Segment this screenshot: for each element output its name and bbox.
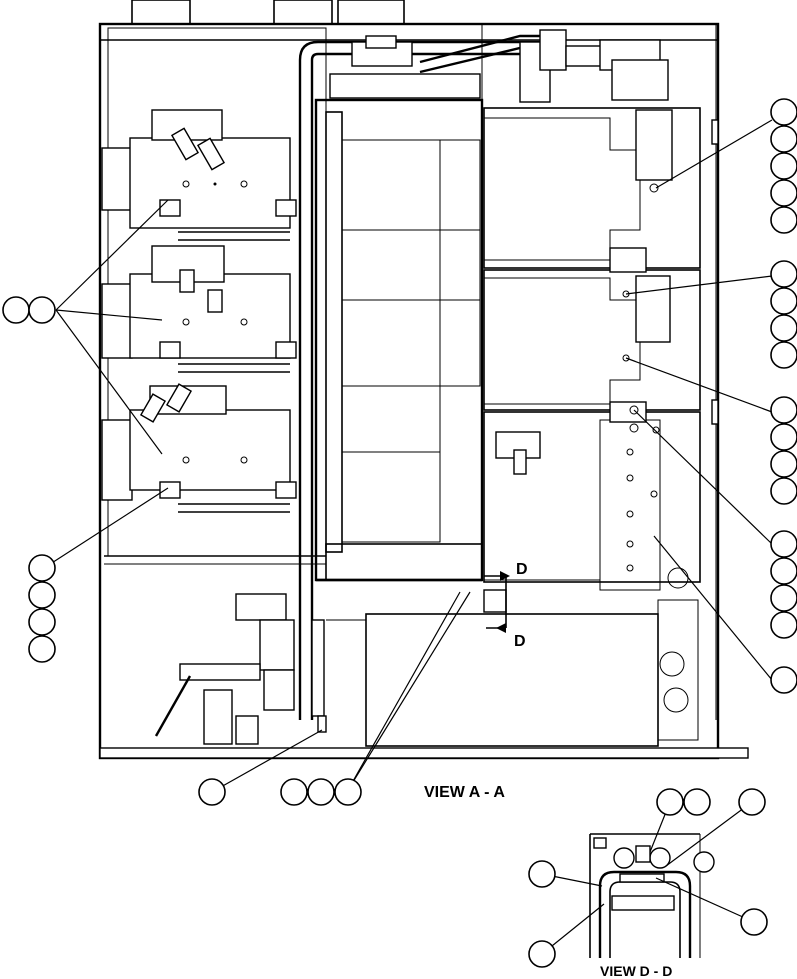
callout-bubble bbox=[528, 860, 556, 888]
callout-bubble bbox=[280, 778, 308, 806]
callout-bubble bbox=[770, 260, 797, 288]
callout-bubble bbox=[770, 477, 797, 505]
callout-bubble bbox=[334, 778, 362, 806]
callout-bubble bbox=[770, 152, 797, 180]
callout-bubble bbox=[28, 635, 56, 663]
section-marker-bottom-label: D bbox=[514, 633, 526, 650]
callout-bubble bbox=[656, 788, 684, 816]
callout-bubble bbox=[28, 608, 56, 636]
callout-bubble bbox=[770, 98, 797, 126]
section-marker-top-label: D bbox=[516, 561, 528, 578]
callout-bubbles bbox=[2, 98, 797, 968]
leader-lines bbox=[43, 119, 773, 955]
busbar-assembly-bottom bbox=[101, 383, 297, 513]
callout-bubble bbox=[28, 296, 56, 324]
callout-bubble bbox=[770, 423, 797, 451]
callout-bubble bbox=[683, 788, 711, 816]
callout-bubble bbox=[770, 557, 797, 585]
callout-bubble bbox=[770, 125, 797, 153]
callout-bubble bbox=[770, 530, 797, 558]
lower-section bbox=[154, 567, 699, 747]
busbar-assembly-middle bbox=[101, 245, 297, 373]
callout-bubble bbox=[2, 296, 30, 324]
callout-bubble bbox=[770, 584, 797, 612]
section-marker-d: D D bbox=[484, 561, 528, 650]
callout-bubble bbox=[28, 554, 56, 582]
callout-bubble bbox=[770, 666, 797, 694]
view-d-d-label: VIEW D - D bbox=[600, 963, 672, 979]
callout-bubble bbox=[198, 778, 226, 806]
right-panels bbox=[483, 24, 719, 720]
callout-bubble bbox=[770, 611, 797, 639]
callout-bubble bbox=[307, 778, 335, 806]
callout-bubble bbox=[528, 940, 556, 968]
module-stack bbox=[314, 98, 484, 582]
view-a-a-label: VIEW A - A bbox=[424, 784, 505, 801]
callout-bubble bbox=[770, 287, 797, 315]
callout-bubble bbox=[738, 788, 766, 816]
callout-bubble bbox=[770, 396, 797, 424]
top-piping bbox=[329, 24, 669, 103]
callout-bubble bbox=[740, 908, 768, 936]
callout-bubble bbox=[770, 450, 797, 478]
callout-bubble bbox=[770, 179, 797, 207]
callout-bubble bbox=[770, 341, 797, 369]
callout-bubble bbox=[770, 314, 797, 342]
detail-view: VIEW D - D bbox=[589, 833, 715, 979]
callout-bubble bbox=[28, 581, 56, 609]
callout-bubble bbox=[770, 206, 797, 234]
main-view: D D VIEW A - A bbox=[98, 0, 749, 801]
busbar-assembly-top bbox=[101, 109, 297, 241]
